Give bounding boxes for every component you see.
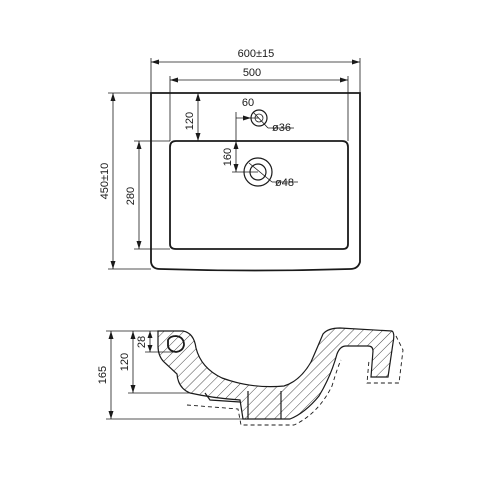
sink-outer-outline bbox=[150, 92, 361, 272]
arrow-head bbox=[108, 411, 114, 419]
dim-label-drain-hole: ø48 bbox=[275, 177, 294, 189]
arrow-head bbox=[151, 59, 159, 65]
dim-label-165: 165 bbox=[97, 366, 109, 384]
arrow-head bbox=[147, 345, 153, 352]
arrow-head bbox=[136, 241, 142, 249]
arrow-head bbox=[110, 261, 116, 269]
dim-label-tap-y: 120 bbox=[184, 112, 196, 130]
dim-label-600: 600±15 bbox=[238, 48, 275, 60]
dim-label-280: 280 bbox=[125, 187, 137, 205]
overflow-opening bbox=[167, 335, 185, 353]
arrow-head bbox=[110, 93, 116, 101]
dim-label-120-side: 120 bbox=[119, 353, 131, 371]
arrow-head bbox=[340, 77, 348, 83]
dim-label-60: 60 bbox=[242, 97, 254, 109]
arrow-head bbox=[233, 164, 239, 172]
arrow-head bbox=[195, 133, 201, 141]
arrow-head bbox=[136, 141, 142, 149]
dim-label-tap-hole: ø36 bbox=[272, 122, 291, 134]
section-view: 165 120 28 bbox=[97, 327, 404, 426]
dim-label-450: 450±10 bbox=[99, 163, 111, 200]
dim-label-drain-y: 160 bbox=[222, 148, 234, 166]
dim-label-28: 28 bbox=[136, 336, 148, 348]
leader-line bbox=[248, 162, 273, 183]
bowl-outline bbox=[169, 140, 349, 250]
arrow-head bbox=[130, 385, 136, 393]
arrow-head bbox=[130, 331, 136, 339]
arrow-head bbox=[195, 93, 201, 101]
arrow-head bbox=[147, 331, 153, 338]
arrow-head bbox=[108, 331, 114, 339]
dim-label-500: 500 bbox=[243, 67, 261, 79]
drain-channel bbox=[247, 391, 282, 419]
top-view: 600±15 500 120 60 ø36 160 ø48 bbox=[99, 48, 361, 272]
hidden-outline bbox=[186, 359, 342, 426]
hidden-outline-right bbox=[366, 335, 404, 384]
arrow-head bbox=[233, 141, 239, 149]
arrow-head bbox=[170, 77, 178, 83]
leader-line bbox=[252, 111, 269, 129]
section-body bbox=[157, 327, 395, 420]
arrow-head bbox=[352, 59, 360, 65]
underside-edge bbox=[204, 392, 241, 403]
arrow-head bbox=[243, 115, 251, 121]
